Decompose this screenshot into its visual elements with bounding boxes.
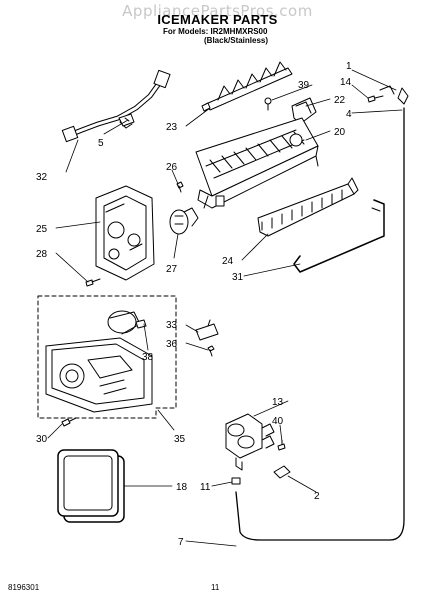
callout-13: 13: [272, 397, 284, 408]
watermark: AppliancePartsPros.com: [122, 2, 313, 20]
screw-part-40: [277, 439, 286, 451]
variant-line: (Black/Stainless): [204, 36, 269, 45]
callout-38: 38: [142, 352, 154, 363]
bail-arm-part-31: [293, 199, 385, 273]
fitting-part-11: [231, 477, 241, 485]
callout-7: 7: [178, 537, 184, 548]
callout-26: 26: [166, 162, 178, 173]
fill-tube-part-7: [235, 85, 409, 541]
document-number: 8196301: [8, 583, 40, 592]
callout-35: 35: [174, 434, 186, 445]
callout-23: 23: [166, 122, 178, 133]
callout-22: 22: [334, 95, 346, 106]
callout-27: 27: [166, 264, 178, 275]
callout-36: 36: [166, 339, 178, 350]
motor-module-outline: [37, 295, 177, 419]
callout-31: 31: [232, 272, 244, 283]
callout-1: 1: [346, 61, 352, 72]
callout-30: 30: [36, 434, 48, 445]
callout-4: 4: [346, 109, 352, 120]
page-title: ICEMAKER PARTS: [157, 12, 278, 27]
screw-part-28: [85, 278, 101, 287]
mold-body-drawing: [195, 117, 319, 209]
stripper-part-24: [257, 177, 359, 237]
callout-39: 39: [298, 80, 310, 91]
callout-18: 18: [176, 482, 188, 493]
thermostat-part-27: [169, 207, 199, 235]
callout-5: 5: [98, 138, 104, 149]
leader-lines: [47, 69, 403, 547]
callout-2: 2: [314, 491, 320, 502]
callout-labels: 1 14 39 22 4 20 23 5 26 32 25 28 27 24 3…: [36, 61, 352, 548]
screw-part-26: [176, 181, 184, 193]
water-valve-part-13: [225, 413, 275, 471]
callout-32: 32: [36, 172, 48, 183]
screw-part-39: [264, 97, 272, 111]
callout-40: 40: [272, 416, 284, 427]
insulation-pad-part-18: [57, 449, 125, 523]
callout-11: 11: [200, 482, 211, 493]
ejector-rake-drawing: [201, 61, 293, 112]
wire-harness-drawing: [61, 69, 171, 143]
callout-28: 28: [36, 249, 48, 260]
module-plate-drawing: [45, 337, 153, 413]
motor-part-38: [107, 310, 147, 335]
callout-25: 25: [36, 224, 48, 235]
screw-part-36: [207, 345, 215, 357]
clamp-part-2: [273, 465, 291, 479]
page-number: 11: [211, 583, 220, 592]
callout-24: 24: [222, 256, 234, 267]
control-housing-part-25: [95, 185, 155, 281]
screw-part-30: [61, 417, 77, 427]
callout-33: 33: [166, 320, 178, 331]
callout-20: 20: [334, 127, 346, 138]
callout-14: 14: [340, 77, 352, 88]
models-line: For Models: IR2MHMXRS00: [163, 27, 268, 36]
screw-part-14: [367, 95, 384, 103]
bracket-part-33: [195, 319, 219, 341]
